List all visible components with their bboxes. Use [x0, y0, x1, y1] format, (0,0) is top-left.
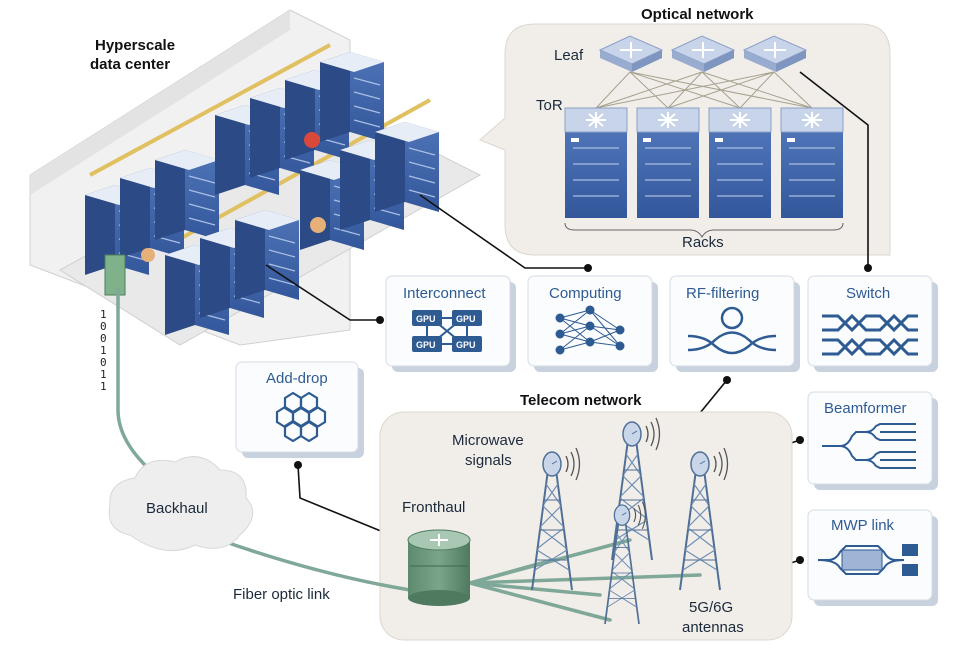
interconnect-card: Interconnect GPU GPU GPU GPU — [385, 275, 516, 372]
backhaul-label: Backhaul — [146, 500, 208, 517]
fiber-optic-link-label: Fiber optic link — [233, 586, 330, 603]
bit: 1 — [100, 368, 107, 381]
modulator-icon — [817, 544, 918, 576]
tor-label: ToR — [536, 97, 563, 114]
bit: 0 — [100, 332, 107, 345]
gpu-mesh-icon: GPU GPU GPU GPU — [412, 310, 482, 352]
computing-card: Computing — [527, 275, 658, 372]
add-drop-card: Add-drop — [235, 361, 364, 458]
racks-brace — [564, 222, 844, 239]
gpu-chip-label: GPU — [416, 340, 436, 350]
bit: 1 — [100, 380, 107, 393]
datacenter-title-line2: data center — [90, 56, 170, 73]
ring-resonator-icon — [687, 306, 777, 355]
leaf-switches — [599, 35, 807, 73]
crossbar-switch-icon — [822, 313, 918, 357]
microwave-label-line1: Microwave — [452, 432, 524, 449]
datacenter-illustration — [29, 9, 482, 346]
antennas-label-line1: 5G/6G — [689, 599, 733, 616]
leaf-label: Leaf — [554, 47, 584, 64]
interconnect-label: Interconnect — [403, 285, 486, 302]
rf-filtering-label: RF-filtering — [686, 285, 759, 302]
backhaul-cloud — [108, 456, 254, 552]
racks-label: Racks — [682, 234, 724, 251]
mwp-link-label: MWP link — [831, 517, 895, 534]
fronthaul-label: Fronthaul — [402, 499, 465, 516]
leaf-tor-mesh — [595, 71, 813, 109]
switch-label: Switch — [846, 285, 890, 302]
beamformer-label: Beamformer — [824, 400, 907, 417]
gpu-chip-label: GPU — [456, 340, 476, 350]
beamformer-card: Beamformer — [807, 391, 938, 490]
bitstream: 1 0 0 1 0 1 1 — [100, 308, 107, 393]
bit: 1 — [100, 344, 107, 357]
antennas-label-line2: antennas — [682, 619, 744, 636]
datacenter-title-line1: Hyperscale — [95, 37, 175, 54]
rf-filtering-card: RF-filtering — [669, 275, 800, 372]
connector-dots — [294, 264, 872, 564]
optical-network-title: Optical network — [641, 6, 754, 23]
switch-card: Switch — [807, 275, 938, 372]
splitter-tree-icon — [822, 423, 916, 469]
router-icon — [407, 529, 471, 606]
bit: 0 — [100, 356, 107, 369]
gpu-chip-label: GPU — [456, 314, 476, 324]
gpu-chip-label: GPU — [416, 314, 436, 324]
neural-network-icon — [555, 305, 625, 355]
honeycomb-icon — [275, 391, 327, 443]
mwp-link-card: MWP link — [807, 509, 938, 606]
fiber-links — [116, 288, 702, 622]
microwave-label-line2: signals — [465, 452, 512, 469]
telecom-network-title: Telecom network — [520, 392, 642, 409]
add-drop-label: Add-drop — [266, 370, 328, 387]
bit: 1 — [100, 308, 107, 321]
bit: 0 — [100, 320, 107, 333]
computing-label: Computing — [549, 285, 622, 302]
